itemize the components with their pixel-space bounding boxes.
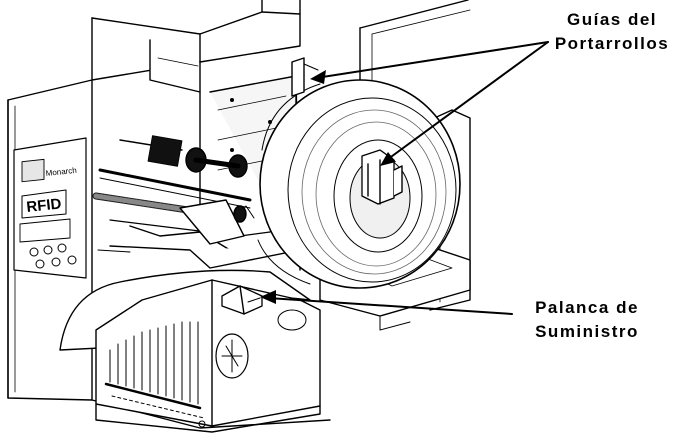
upper-cover bbox=[91, 0, 301, 93]
callout-arrows bbox=[260, 41, 549, 315]
panel-rfid-badge: RFID bbox=[26, 195, 63, 216]
control-panel: Monarch RFID bbox=[13, 137, 87, 279]
ribbon-spindle bbox=[147, 135, 248, 178]
arrow-to-rear-guide bbox=[310, 41, 549, 84]
callout-roll-guides: Guías del Portarrollos bbox=[541, 8, 683, 56]
supply-lever-shape bbox=[221, 285, 263, 315]
callout-supply-lever-line2: Suministro bbox=[535, 322, 639, 341]
rear-roll-guide bbox=[291, 57, 319, 97]
callout-supply-lever: Palanca de Suministro bbox=[512, 296, 662, 344]
supply-module bbox=[95, 279, 321, 433]
callout-supply-lever-line1: Palanca de bbox=[535, 298, 639, 317]
vent-grille bbox=[109, 321, 199, 405]
callout-roll-guides-line1: Guías del bbox=[566, 10, 658, 29]
arrow-to-center-guide bbox=[380, 41, 549, 166]
arrow-to-supply-lever bbox=[260, 290, 513, 315]
panel-brand-text: Monarch bbox=[45, 166, 77, 178]
callout-roll-guides-line2: Portarrollos bbox=[554, 34, 670, 53]
